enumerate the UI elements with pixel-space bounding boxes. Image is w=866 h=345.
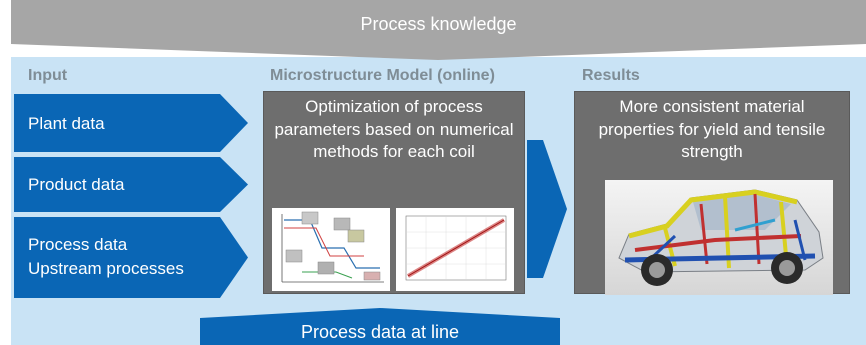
process-knowledge-arrow (11, 0, 866, 60)
plant-data-arrow (14, 94, 248, 152)
process-data-at-line-label: Process data at line (300, 322, 460, 342)
car-body-image (605, 180, 833, 295)
product-data-arrow (14, 157, 248, 212)
process-data-arrow (14, 217, 248, 298)
process-data-label: Process data Upstream processes (28, 235, 184, 278)
results-description: More consistent material properties for … (598, 97, 826, 161)
input-heading: Input (28, 67, 68, 84)
model-description: Optimization of process parameters based… (274, 97, 514, 161)
model-heading: Microstructure Model (online) (270, 67, 495, 84)
plant-data-label: Plant data (28, 114, 105, 133)
results-heading: Results (582, 67, 640, 84)
product-data-label: Product data (28, 175, 125, 194)
process-knowledge-label: Process knowledge (360, 14, 517, 34)
regression-plot-thumbnail (396, 208, 514, 291)
model-to-results-arrow (527, 140, 567, 278)
phase-diagram-thumbnail (272, 208, 390, 291)
process-data-at-line-arrow (200, 308, 560, 345)
